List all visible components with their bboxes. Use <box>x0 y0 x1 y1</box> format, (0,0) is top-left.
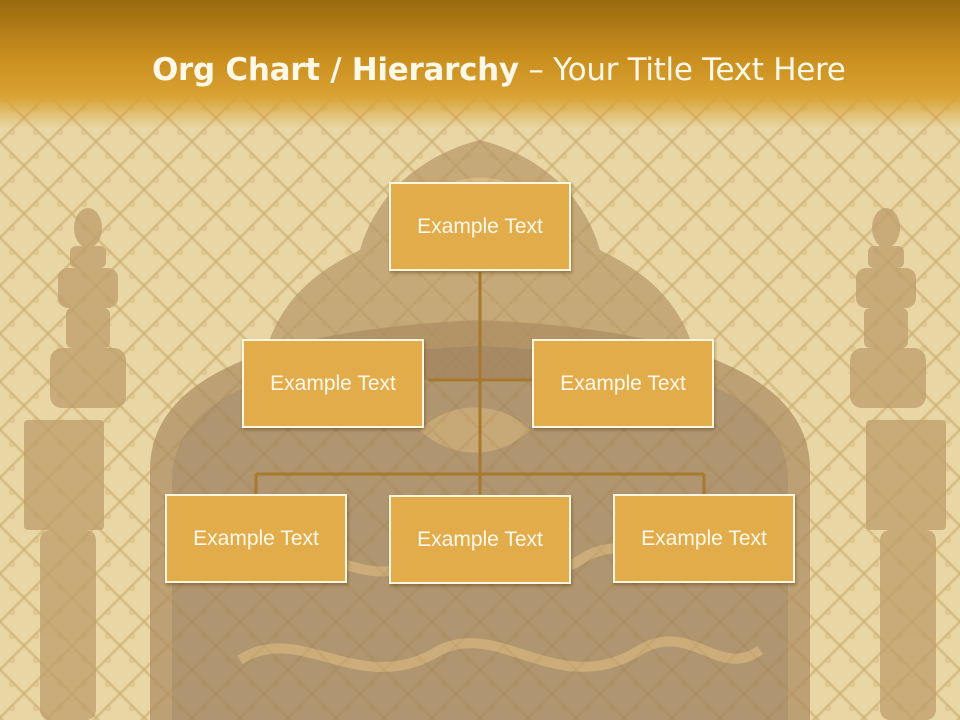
org-box-assistant-right[interactable]: Example Text <box>532 339 714 428</box>
slide-title: Org Chart / Hierarchy – Your Title Text … <box>152 52 846 88</box>
org-box-assistant-left[interactable]: Example Text <box>242 339 424 428</box>
org-box-sub-right[interactable]: Example Text <box>613 494 795 583</box>
title-rest: Your Title Text Here <box>553 52 846 88</box>
title-bold: Org Chart / Hierarchy <box>152 52 519 88</box>
title-dash: – <box>518 52 554 88</box>
title-bar <box>0 0 960 128</box>
left-chair-post <box>24 208 126 720</box>
right-chair-post <box>850 208 946 720</box>
org-box-sub-center[interactable]: Example Text <box>389 495 571 584</box>
org-box-top[interactable]: Example Text <box>389 182 571 271</box>
org-box-sub-left[interactable]: Example Text <box>165 494 347 583</box>
